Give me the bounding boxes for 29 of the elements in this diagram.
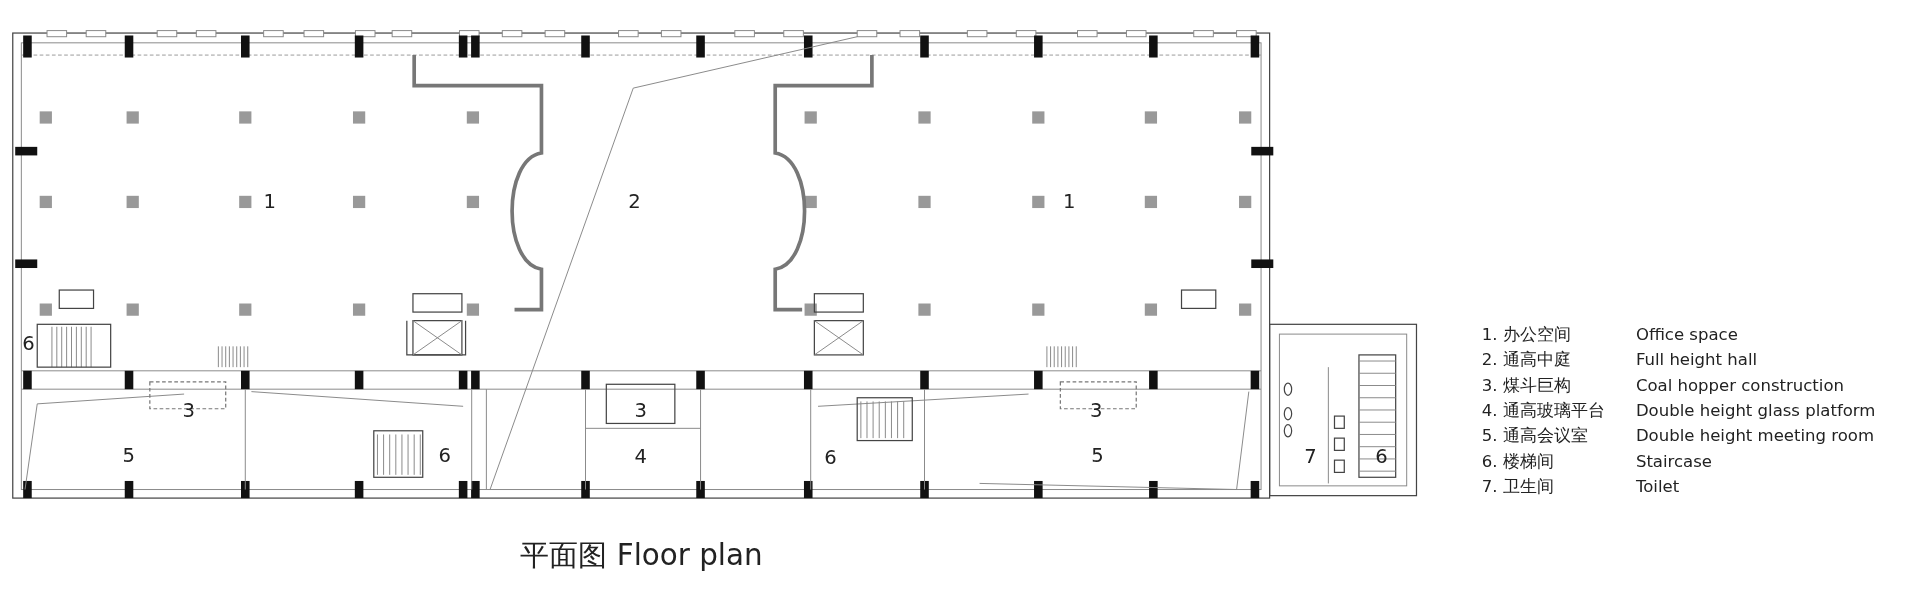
legend-number-label: 6. 楼梯间: [1481, 453, 1554, 471]
legend-description: Double height glass platform: [1635, 403, 1876, 420]
legend-description: Full height hall: [1635, 352, 1758, 369]
room-number: 6: [438, 445, 451, 466]
room-number: 1: [263, 192, 276, 212]
room-number: 5: [122, 445, 136, 466]
room-number: 6: [1375, 446, 1388, 467]
legend-number-label: 3. 煤斗巨构: [1481, 377, 1571, 395]
legend-number-label: 2. 通高中庭: [1481, 352, 1571, 369]
legend-description: Toilet: [1635, 479, 1680, 496]
room-number: 4: [634, 446, 647, 467]
room-number: 1: [1062, 192, 1076, 212]
room-number: 6: [22, 334, 35, 354]
room-number: 7: [1304, 446, 1317, 467]
legend-description: Office space: [1635, 327, 1738, 344]
room-number: 3: [182, 401, 196, 421]
room-number: 5: [1091, 445, 1104, 466]
room-number: 3: [1089, 401, 1103, 421]
legend-number-label: 4. 通高玻璃平台: [1481, 403, 1605, 420]
room-number: 6: [824, 447, 837, 468]
legend-description: Double height meeting room: [1635, 428, 1874, 445]
legend-number-label: 5. 通高会议室: [1481, 428, 1588, 445]
legend-number-label: 1. 办公空间: [1481, 327, 1571, 344]
legend-description: Staircase: [1635, 453, 1712, 471]
legend-number-label: 7. 卫生间: [1481, 479, 1554, 496]
room-number: 3: [634, 401, 647, 421]
caption: 平面图 Floor plan: [520, 541, 763, 571]
room-number: 2: [628, 192, 641, 212]
legend-description: Coal hopper construction: [1635, 377, 1844, 395]
